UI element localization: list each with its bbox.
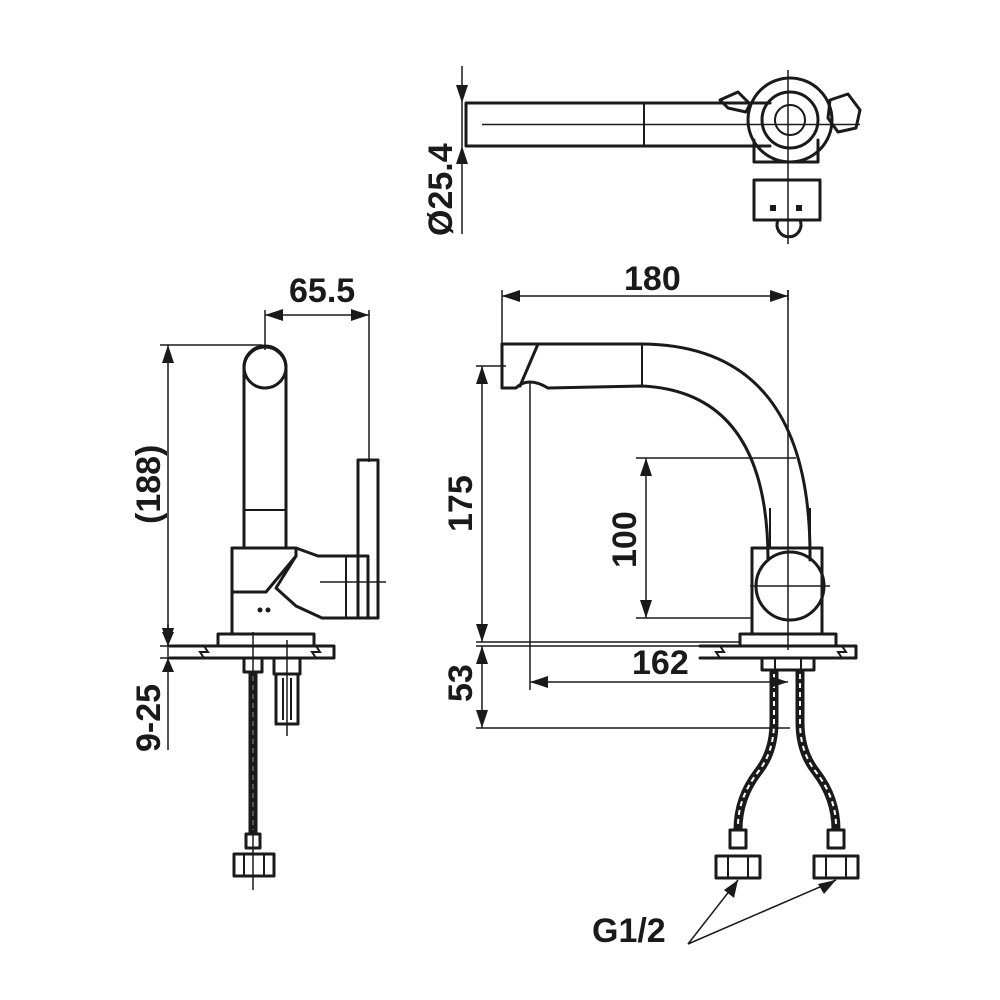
top-view-body-inner — [760, 90, 820, 150]
front-view-spout-inner — [546, 384, 770, 562]
top-view-hex-left — [718, 90, 752, 114]
thread-arrow-left — [724, 880, 738, 898]
side-view-spout-top — [242, 344, 288, 390]
side-view-dot-2 — [265, 607, 271, 613]
deck-arrow-bottom — [162, 658, 174, 672]
shank-arrow-bottom — [476, 710, 488, 728]
projection-arrow-left — [530, 676, 548, 688]
clearance-arrow-bottom — [640, 600, 652, 618]
top-view-lever-mark-left — [770, 205, 776, 211]
side-view-deck-break-right — [310, 645, 322, 659]
side-view-hose-nut — [232, 852, 276, 878]
thread-label: G1/2 — [592, 912, 666, 950]
top-view-mount-block — [752, 138, 820, 164]
clearance-arrow-top — [640, 458, 652, 476]
top-view: Ø25.4 — [422, 66, 862, 244]
top-view-lever-knob — [775, 218, 803, 239]
side-view-body — [230, 546, 298, 636]
top-view-spout-tube — [464, 101, 772, 148]
front-view-deck-break-left — [714, 645, 726, 659]
shank-arrow-top — [476, 646, 488, 664]
spout-height-label: 175 — [442, 475, 480, 532]
projection-arrow-right — [770, 676, 788, 688]
width-label: 65.5 — [289, 272, 355, 310]
deck-label: 9-25 — [130, 684, 168, 752]
front-view-spout-nozzle — [500, 342, 550, 390]
side-view-dot — [257, 607, 263, 613]
diameter-arrow-top — [456, 85, 468, 103]
front-view-hose-nut-right — [812, 854, 860, 880]
shank-label: 53 — [442, 664, 480, 702]
diameter-label: Ø25.4 — [422, 143, 460, 236]
front-view-ferrule-left — [728, 828, 748, 850]
top-view-lever-block — [752, 178, 822, 222]
side-view: 65.5 (188) 9-25 — [130, 272, 386, 890]
clearance-label: 100 — [606, 511, 644, 568]
spout-height-arrow-bottom — [476, 624, 488, 642]
front-view-hose-right — [795, 670, 841, 831]
top-view-body-core — [774, 104, 806, 136]
reach-label: 180 — [624, 260, 681, 298]
deck-arrow-top — [162, 632, 174, 646]
side-view-deck — [168, 644, 336, 660]
width-arrow-right — [351, 309, 369, 321]
side-view-lever-housing — [274, 546, 370, 620]
spout-height-arrow-top — [476, 366, 488, 384]
front-view-ferrule-right — [826, 828, 846, 850]
reach-arrow-right — [770, 290, 788, 302]
front-view-deck-break-right — [836, 645, 848, 659]
side-view-spout-column — [242, 345, 288, 550]
reach-arrow-left — [502, 290, 520, 302]
top-view-lever-mark-right — [796, 205, 802, 211]
front-view-spout-outer — [500, 342, 812, 562]
front-view-hose-nut-left — [714, 854, 762, 880]
top-view-hex-right — [826, 92, 862, 134]
side-view-lever-handle — [356, 458, 380, 620]
side-view-deck-break-left — [198, 645, 210, 659]
front-view-hose-left — [733, 670, 779, 831]
diameter-arrow-bottom — [456, 146, 468, 164]
thread-leader-right — [687, 879, 837, 945]
width-arrow-left — [265, 309, 283, 321]
thread-arrow-right — [818, 880, 836, 894]
front-view: 180 175 100 162 53 G1/2 — [442, 260, 860, 950]
height-label: (188) — [130, 445, 168, 524]
front-view-fixing-nut — [760, 656, 816, 672]
projection-label: 162 — [632, 644, 689, 682]
side-view-base-plate — [216, 632, 316, 648]
front-view-hose-right-braid — [799, 674, 837, 827]
height-arrow-top — [162, 345, 174, 363]
front-view-hose-left-braid — [737, 674, 775, 827]
